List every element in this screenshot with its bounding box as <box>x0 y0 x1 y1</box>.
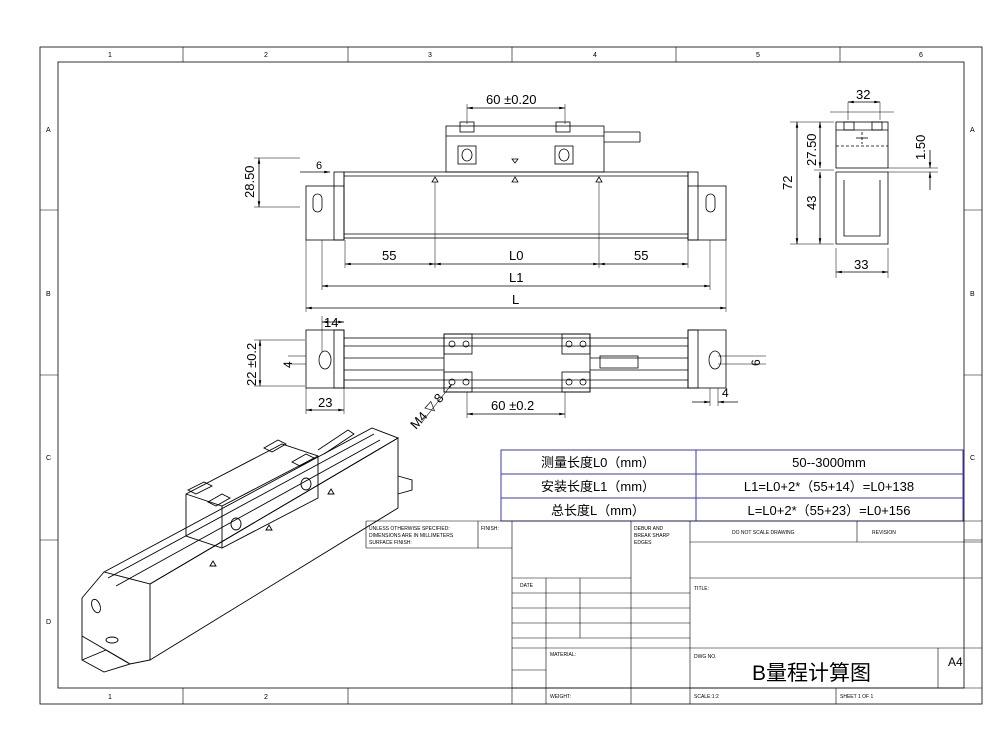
spec-label-measure: 测量长度L0（mm） <box>541 455 655 470</box>
dim-thread-m4: M4 ▽ 8 <box>407 390 447 432</box>
tb-finish: FINISH: <box>481 526 499 532</box>
dim-33: 33 <box>854 257 868 272</box>
dim-22-02: 22 ±0.2 <box>244 343 259 386</box>
grid-row-a-right: A <box>970 127 975 134</box>
dim-6-plan-right: 6 <box>749 359 763 366</box>
grid-row-b-right: B <box>970 291 975 298</box>
spec-value-install: L1=L0+2*（55+14）=L0+138 <box>744 479 914 494</box>
dim-6-front: 6 <box>316 160 322 172</box>
dim-43: 43 <box>804 196 819 210</box>
plan-reading-head <box>443 333 591 393</box>
grid-col-5: 5 <box>756 52 760 59</box>
grid-col-3: 3 <box>428 52 432 59</box>
grid-col-2: 2 <box>264 52 268 59</box>
tb-size: A4 <box>948 655 963 669</box>
front-reading-head <box>445 125 605 173</box>
grid-row-b: B <box>46 291 51 298</box>
tb-weight: WEIGHT: <box>550 694 571 700</box>
dim-27-50: 27.50 <box>804 133 819 166</box>
dim-72: 72 <box>780 176 795 190</box>
dim-l1: L1 <box>509 270 523 285</box>
grid-col-4: 4 <box>593 52 597 59</box>
tb-scale: SCALE:1:2 <box>694 694 719 700</box>
spec-value-measure: 50--3000mm <box>792 455 866 470</box>
isometric-view <box>81 427 413 673</box>
dim-14: 14 <box>324 315 338 330</box>
spec-label-install: 安装长度L1（mm） <box>541 479 655 494</box>
tb-debur-2: BREAK SHARP <box>634 533 670 539</box>
tb-dwg-no: DWG NO. <box>694 654 717 660</box>
dim-1-50: 1.50 <box>913 135 928 160</box>
grid-col-6: 6 <box>919 52 923 59</box>
grid-row-c: C <box>46 455 51 462</box>
tb-material: MATERIAL: <box>550 652 576 658</box>
spec-label-total: 总长度L（mm） <box>551 503 645 518</box>
tb-debur-3: EDGES <box>634 540 652 546</box>
dim-l: L <box>512 292 519 307</box>
tb-title-label: TITLE: <box>694 586 709 592</box>
inner-border <box>57 61 965 689</box>
dim-l0: L0 <box>509 248 523 263</box>
zone-ticks <box>40 47 982 704</box>
tb-dims-mm: DIMENSIONS ARE IN MILLIMETERS <box>369 533 454 539</box>
tb-sheet: SHEET 1 OF 1 <box>840 694 873 700</box>
tb-surface: SURFACE FINISH: <box>369 540 412 546</box>
grid-col-2-bottom: 2 <box>264 694 268 701</box>
dim-4-plan-left: 4 <box>281 361 295 368</box>
dim-23: 23 <box>318 395 332 410</box>
dim-60-020: 60 ±0.20 <box>486 92 537 107</box>
grid-row-c-right: C <box>970 455 975 462</box>
dim-60-02: 60 ±0.2 <box>491 398 534 413</box>
tb-debur-1: DEBUR AND <box>634 526 664 532</box>
plan-view <box>254 316 766 423</box>
grid-row-d: D <box>46 619 51 626</box>
dim-55-right: 55 <box>634 248 648 263</box>
dim-4-plan-right: 4 <box>722 386 729 400</box>
dim-55-left: 55 <box>382 248 396 263</box>
tb-do-not-scale: DO NOT SCALE DRAWING <box>732 530 795 536</box>
dim-28-50: 28.50 <box>242 165 257 198</box>
tb-unless: UNLESS OTHERWISE SPECIFIED: <box>369 526 450 532</box>
tb-date: DATE <box>520 583 534 589</box>
front-view <box>254 104 727 312</box>
grid-col-1-bottom: 1 <box>108 694 112 701</box>
spec-value-total: L=L0+2*（55+23）=L0+156 <box>747 503 910 518</box>
outer-border <box>39 46 983 705</box>
title-block <box>365 520 982 704</box>
tb-revision: REVISION <box>872 530 896 536</box>
tb-drawing-name: B量程计算图 <box>752 662 871 685</box>
dim-32: 32 <box>856 87 870 102</box>
grid-row-a: A <box>46 127 51 134</box>
grid-col-1: 1 <box>108 52 112 59</box>
side-view <box>790 100 938 278</box>
